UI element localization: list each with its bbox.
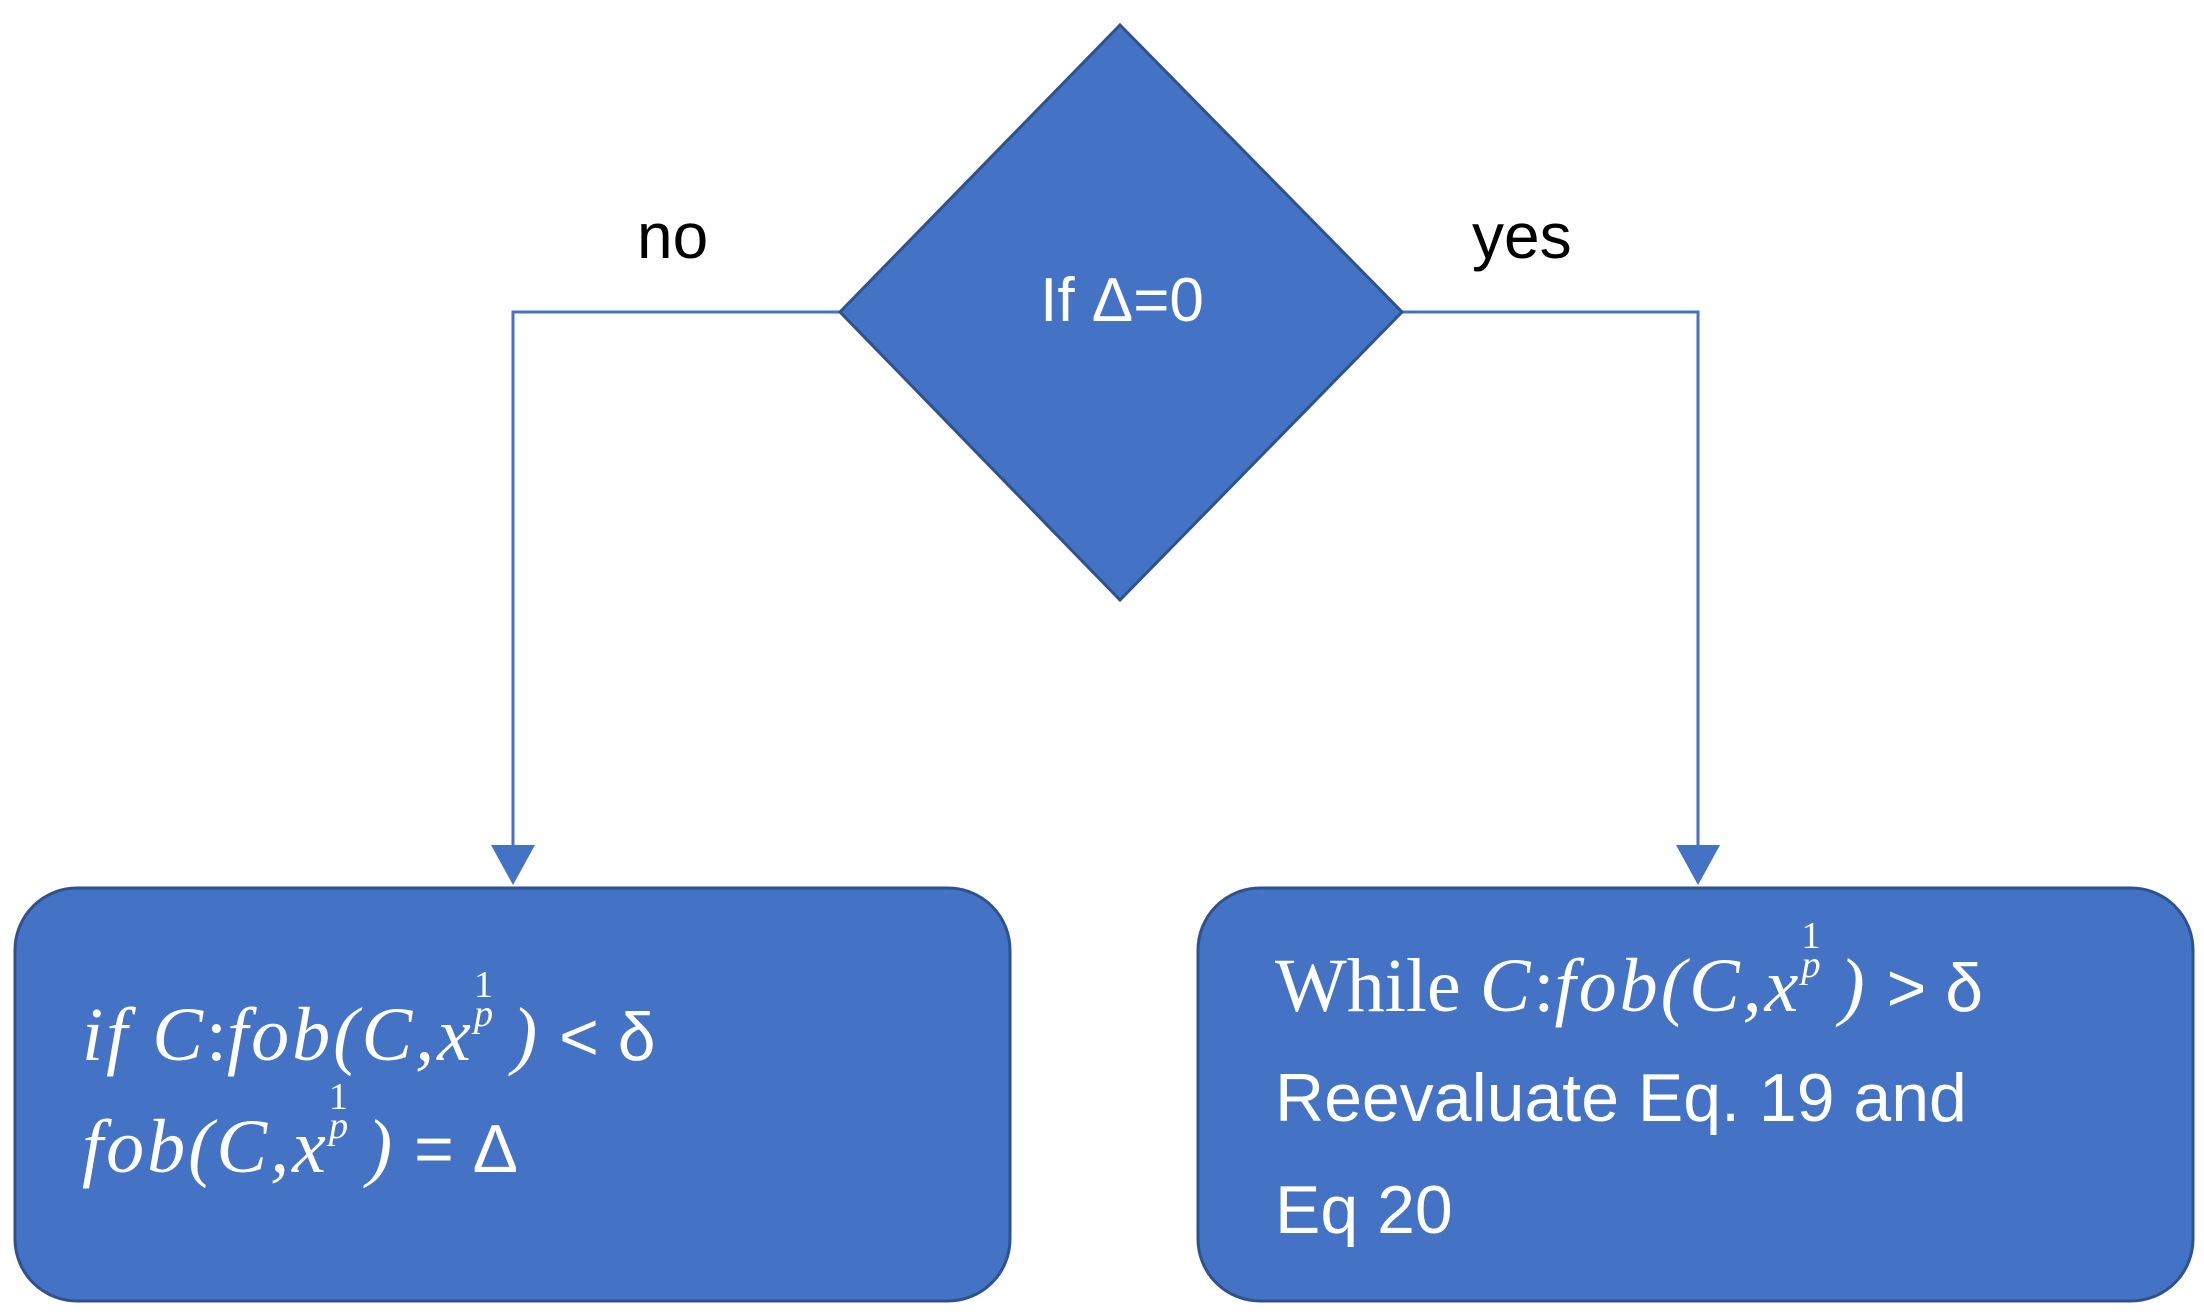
connector-yes: [1402, 310, 1700, 845]
right-process-box: [1196, 886, 2195, 1303]
branch-label-no: no: [637, 200, 709, 272]
right-box-line-3: Eq 20: [1275, 1172, 1453, 1248]
left-process-box: [13, 886, 1012, 1303]
arrowhead-no: [491, 845, 535, 885]
branch-label-yes: yes: [1472, 200, 1572, 272]
connector-no: [511, 310, 840, 845]
decision-label: If Δ=0: [1040, 266, 1204, 335]
right-box-line-2: Reevaluate Eq. 19 and: [1275, 1060, 1967, 1136]
arrowhead-yes: [1676, 845, 1720, 885]
decision-diamond: [837, 22, 1405, 603]
